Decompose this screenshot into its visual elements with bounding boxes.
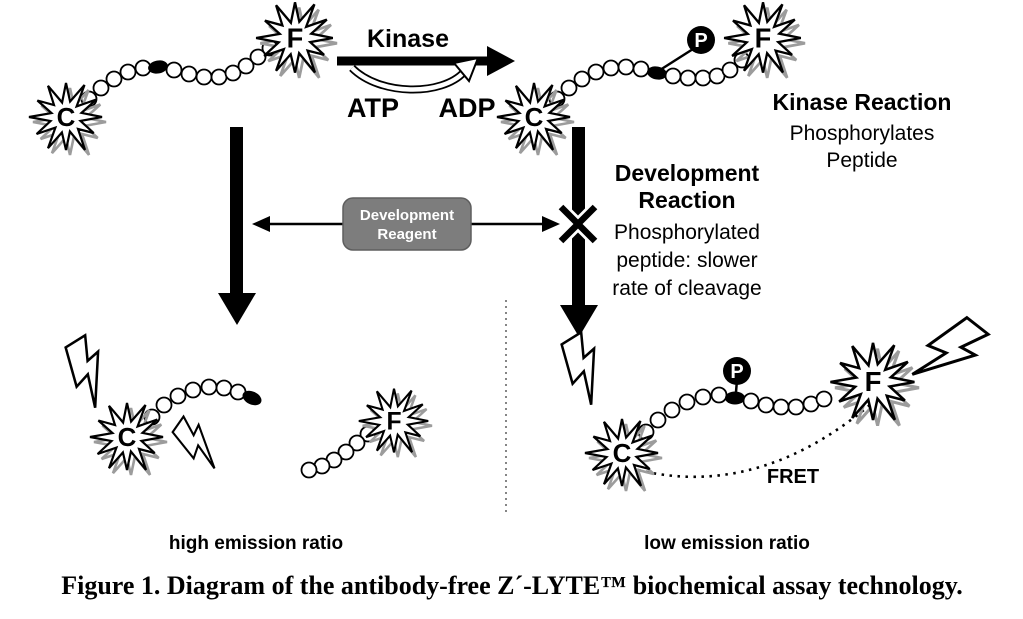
acceptor-burst: F	[254, 1, 339, 80]
peptide-chain-top-left	[80, 39, 279, 108]
acceptor-label: F	[386, 409, 401, 436]
phospho-site-bead	[148, 60, 168, 74]
acceptor-burst: F	[357, 387, 434, 459]
development-reagent-box	[342, 197, 472, 251]
peptide-chain-top-right	[548, 41, 762, 108]
emission-bolt-icon	[54, 332, 124, 412]
kinase-reaction-line2: Peptide	[826, 149, 897, 172]
blocked-cleavage-x	[556, 202, 600, 246]
kinase-step: Kinase ATP ADP	[337, 25, 515, 123]
acceptor-label: F	[287, 22, 304, 53]
phosphate-connector	[659, 47, 694, 72]
cleaved-peptide-outcome: C F high emission ratio	[54, 332, 434, 554]
kinase-arrow-head	[487, 46, 515, 76]
unphosphorylated-peptide: C F	[27, 1, 339, 157]
phosphate-circle	[687, 26, 715, 54]
phosphate-circle	[723, 357, 751, 385]
dev-reaction-line2: peptide: slower	[616, 249, 757, 272]
development-reaction-note: Development Reaction Phosphorylated pept…	[612, 160, 761, 300]
phosphorylated-peptide: P C F	[495, 1, 807, 157]
donor-label: C	[118, 422, 137, 452]
emission-bolt-icon	[166, 413, 231, 473]
figure-caption: Figure 1. Diagram of the antibody-free Z…	[61, 571, 963, 600]
donor-label: C	[613, 438, 632, 468]
emission-bolt-icon	[550, 329, 620, 409]
phosphate-group: P	[687, 26, 715, 54]
dev-reaction-line1: Phosphorylated	[614, 221, 760, 244]
intact-peptide-outcome: P C F FRET low emission ratio	[550, 307, 992, 554]
donor-burst: C	[583, 417, 664, 493]
reagent-arrow-head-right	[542, 216, 560, 232]
donor-label: C	[57, 102, 76, 132]
swap-arrow-head	[452, 56, 480, 83]
phospho-site-bead	[242, 390, 262, 406]
acceptor-fragment-chain	[300, 425, 377, 479]
acceptor-label: F	[865, 366, 882, 397]
atp-adp-swap-arrow	[349, 56, 480, 94]
acceptor-label: F	[755, 22, 772, 53]
phosphate-label: P	[694, 30, 707, 52]
reagent-box-line2: Reagent	[377, 226, 436, 243]
reagent-arrow-head-left	[252, 216, 270, 232]
kinase-reaction-title: Kinase Reaction	[773, 89, 952, 115]
acceptor-burst: F	[722, 1, 807, 80]
adp-label: ADP	[438, 93, 495, 123]
donor-burst: C	[88, 401, 169, 477]
donor-burst: C	[495, 81, 576, 157]
phosphate-group: P	[723, 357, 751, 385]
emission-bolt-icon	[906, 307, 992, 400]
intact-peptide-chain	[637, 386, 833, 441]
acceptor-burst: F	[829, 341, 921, 428]
left-development-arrow	[218, 127, 256, 325]
donor-fragment-chain	[143, 378, 262, 426]
high-emission-label: high emission ratio	[169, 533, 343, 554]
kinase-reaction-line1: Phosphorylates	[790, 122, 935, 145]
atp-label: ATP	[347, 93, 399, 123]
donor-burst: C	[27, 81, 108, 157]
dev-reaction-title2: Reaction	[638, 187, 735, 213]
reagent-box-line1: Development	[360, 207, 454, 224]
dev-reaction-title1: Development	[615, 160, 760, 186]
fret-label: FRET	[767, 466, 819, 488]
low-emission-label: low emission ratio	[644, 533, 810, 554]
kinase-reaction-note: Kinase Reaction Phosphorylates Peptide	[773, 89, 952, 172]
kinase-label: Kinase	[367, 25, 449, 53]
phosphate-label: P	[730, 361, 743, 383]
donor-label: C	[525, 102, 544, 132]
development-reagent-group: Development Reagent	[252, 197, 560, 251]
phospho-site-bead	[725, 391, 745, 405]
dev-reaction-line3: rate of cleavage	[612, 277, 761, 300]
